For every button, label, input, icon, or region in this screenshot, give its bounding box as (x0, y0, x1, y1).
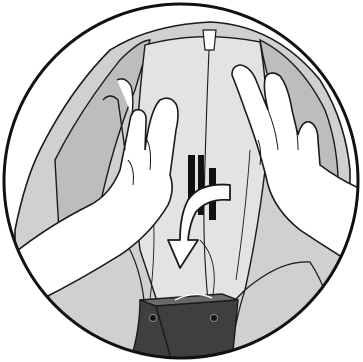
clamp-screw-left (150, 315, 157, 322)
fabric-seam-tab (203, 30, 216, 50)
clamp-screw-right (211, 315, 218, 322)
